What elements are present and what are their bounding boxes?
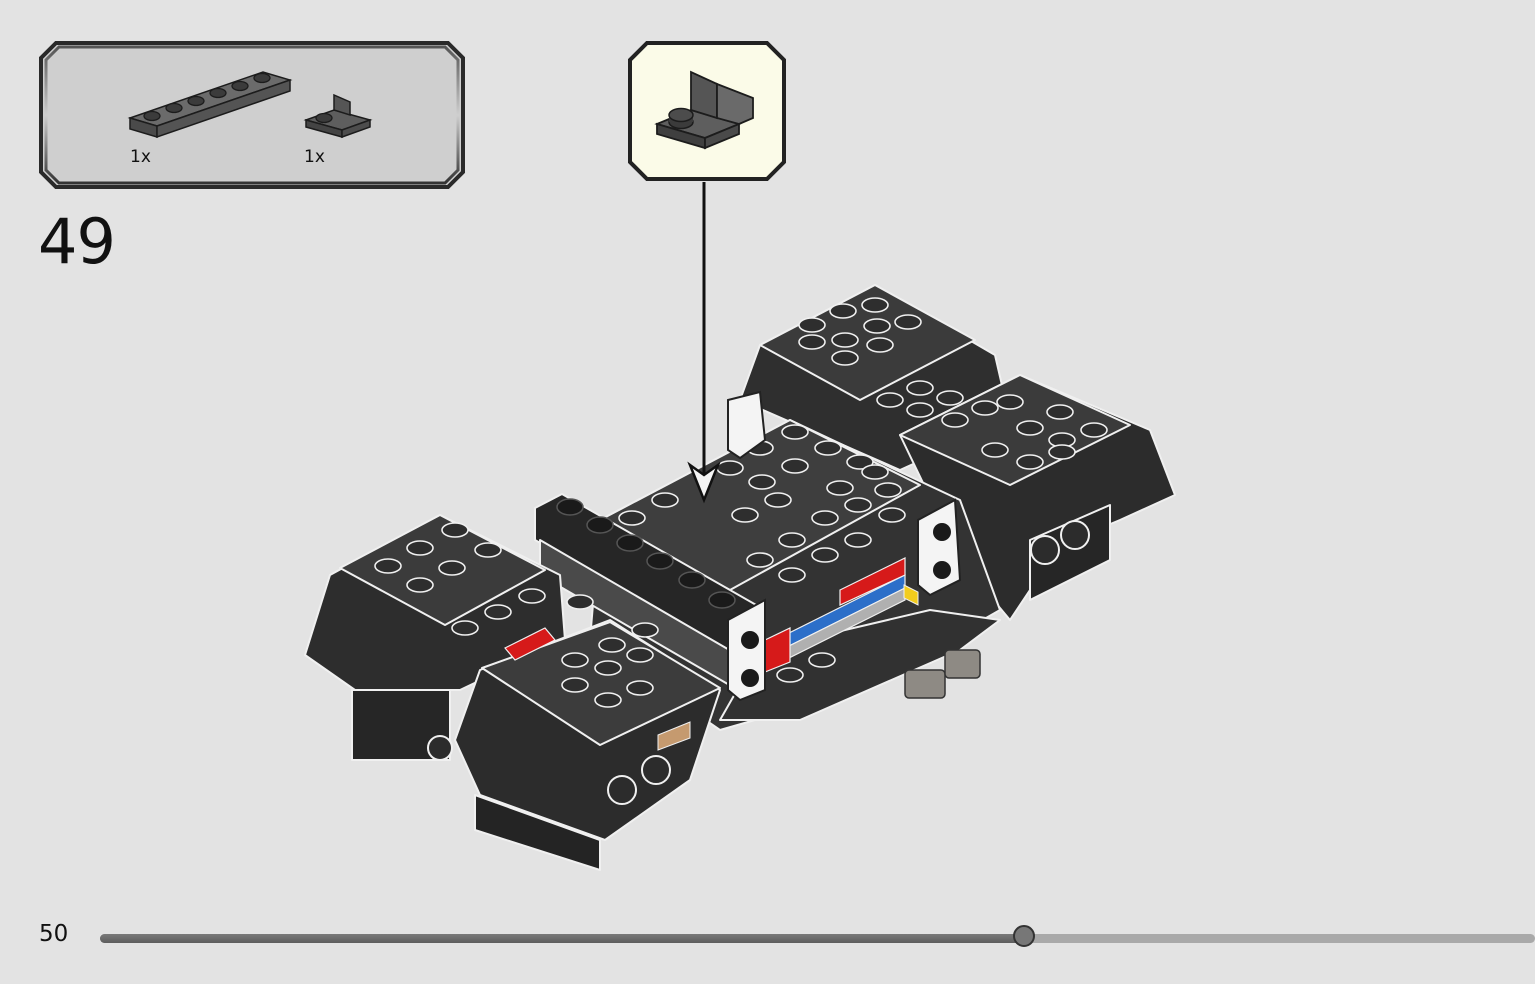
bracket-callout-icon bbox=[654, 70, 754, 150]
parts-panel-frame bbox=[39, 41, 465, 189]
insertion-arrow bbox=[687, 182, 721, 504]
white-bracket-front bbox=[727, 598, 766, 702]
stripe-red bbox=[839, 557, 906, 606]
callout-frame bbox=[628, 41, 786, 181]
step-number: 49 bbox=[38, 205, 116, 278]
progress-indicator-knob bbox=[1013, 925, 1036, 947]
progress-fill bbox=[100, 934, 1025, 943]
part-quantity: 1x bbox=[130, 147, 151, 167]
part-quantity: 1x bbox=[304, 147, 325, 167]
bracket-part-icon bbox=[303, 93, 373, 139]
white-bracket-rear bbox=[917, 498, 962, 597]
page-number: 50 bbox=[39, 921, 69, 947]
parts-list-panel: 1x 1x bbox=[38, 40, 466, 190]
model-illustration bbox=[304, 182, 1176, 871]
progress-bar bbox=[100, 934, 1535, 943]
plate-1x6-part-icon bbox=[127, 71, 293, 139]
sub-part-callout bbox=[627, 40, 787, 182]
